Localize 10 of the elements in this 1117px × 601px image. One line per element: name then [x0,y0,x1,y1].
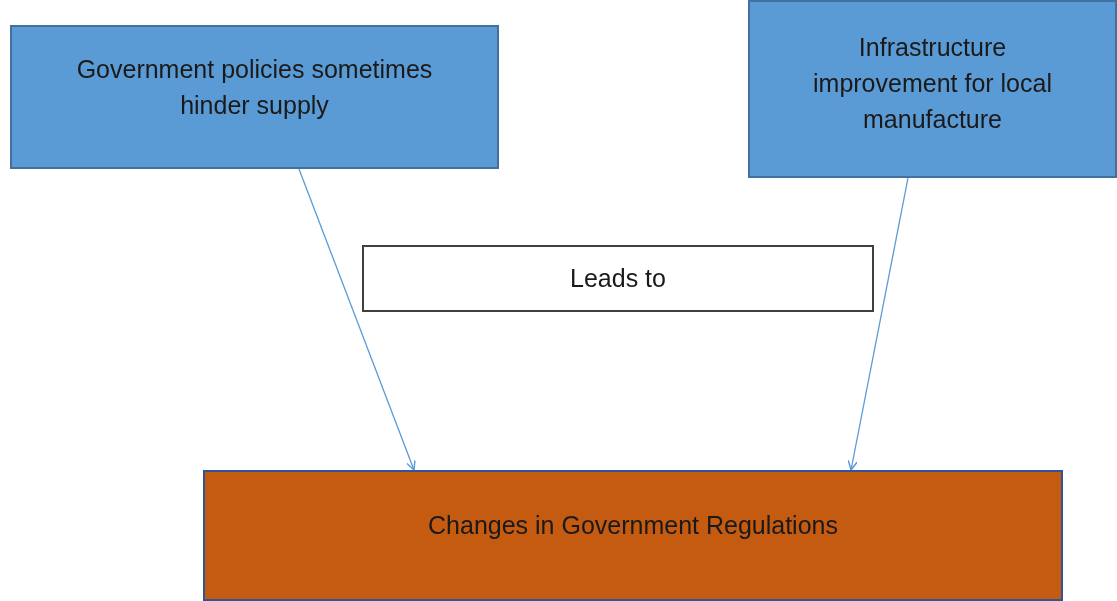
node-text: Leads to [570,263,666,295]
process-box [748,0,1117,178]
node-text: Infrastructure improvement for local manufacture [812,31,1053,136]
arrow [847,177,909,471]
result-box [203,470,1063,601]
process-box [10,25,499,169]
node-text: Government policies sometimes hinder supply [75,53,434,121]
arrow [298,168,416,471]
node-text: Changes in Government Regulations [428,510,838,542]
label-box [362,245,874,312]
